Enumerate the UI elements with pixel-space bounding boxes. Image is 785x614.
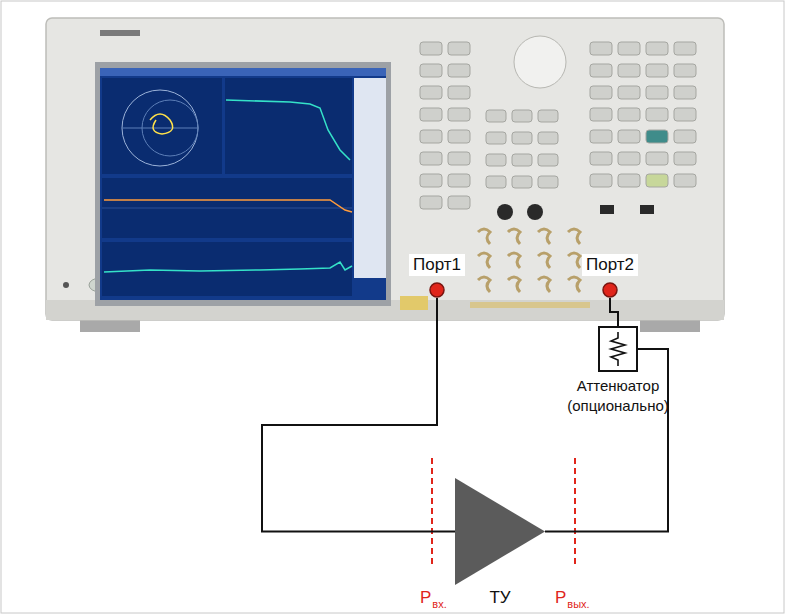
cable <box>262 298 455 532</box>
power-label: Pвх. <box>420 588 447 608</box>
amplifier-triangle <box>455 478 545 585</box>
amplifier-dut: ТУ <box>455 478 545 585</box>
device-label: ТУ <box>455 588 545 608</box>
attenuator-label: Аттенюатор (опционально) <box>548 376 688 417</box>
cable <box>545 349 668 532</box>
port-connector: Порт1 <box>429 282 445 298</box>
power-symbol: P <box>555 588 566 607</box>
cable <box>610 298 618 326</box>
port-label: Порт2 <box>582 254 638 276</box>
port-connector: Порт2 <box>602 282 618 298</box>
port-label: Порт1 <box>409 254 465 276</box>
port-circle <box>429 282 445 298</box>
power-subscript: вых. <box>567 598 589 610</box>
attenuator-symbol <box>598 326 638 372</box>
port-circle <box>602 282 618 298</box>
attenuator: Аттенюатор (опционально) <box>598 326 638 372</box>
power-label: Pвых. <box>555 588 590 608</box>
power-subscript: вх. <box>432 598 446 610</box>
power-symbol: P <box>420 588 431 607</box>
